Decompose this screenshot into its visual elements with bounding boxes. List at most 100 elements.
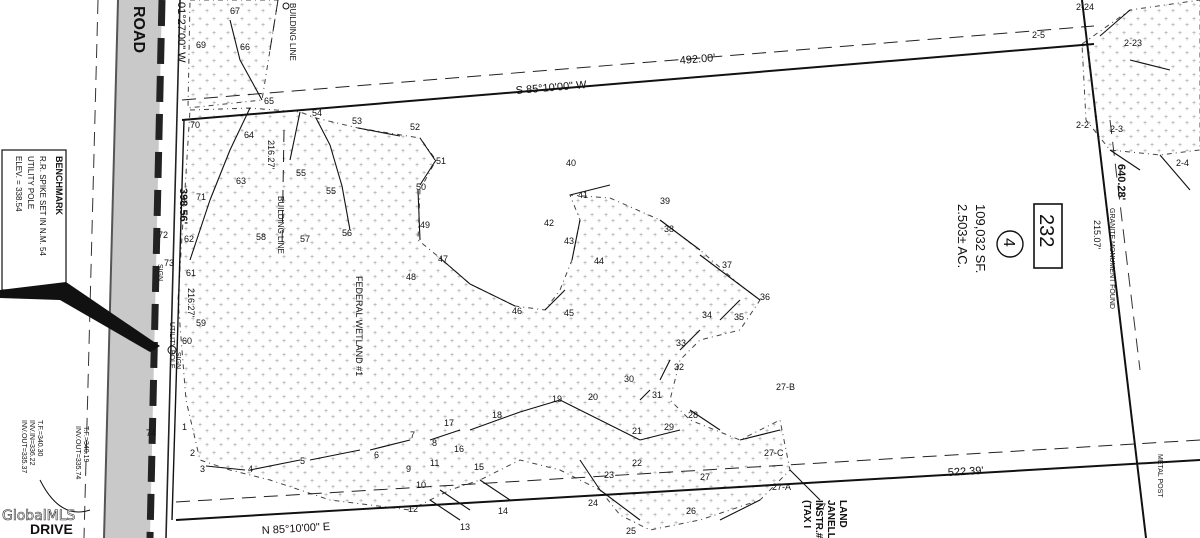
flag-62: 62 — [184, 234, 194, 244]
sign-label: SIGN — [156, 264, 163, 281]
road-bearing: 01°27'00" W — [175, 2, 187, 63]
flag-46: 46 — [512, 306, 522, 316]
benchmark-leader-arrow — [0, 282, 160, 352]
flag-2: 2 — [190, 448, 195, 458]
flag-74: 74 — [146, 428, 156, 438]
flag-17: 17 — [444, 418, 454, 428]
sign-label-2: SIGN — [174, 352, 181, 369]
flag-5: 5 — [300, 456, 305, 466]
flag-3: 3 — [200, 464, 205, 474]
flag-20: 20 — [588, 392, 598, 402]
road-name: ROAD — [130, 6, 147, 53]
bearings-distances: 492.00' S 85°10'00" W N 85°10'00" E 522.… — [177, 52, 1127, 537]
culvert-note-2: INV.IN=336.22 — [28, 420, 35, 466]
flag-35: 35 — [734, 312, 744, 322]
flag-10: 10 — [416, 480, 426, 490]
flag-71: 71 — [196, 192, 206, 202]
flag-22: 22 — [632, 458, 642, 468]
flag-15: 15 — [474, 462, 484, 472]
building-line-top-label: BUILDING LINE — [288, 3, 297, 61]
lot-area-sf: 109,032 SF. — [973, 204, 988, 273]
flag-47: 47 — [438, 254, 448, 264]
flag-12: 12 — [408, 504, 418, 514]
flag-13: 13 — [460, 522, 470, 532]
flag-42: 42 — [544, 218, 554, 228]
land-label: LAND — [837, 500, 848, 528]
east-line-distance: 640.28' — [1115, 164, 1127, 201]
lot-number-circle — [996, 230, 1024, 258]
granite-monument-label: GRANITE MONUMENT FOUND — [1108, 208, 1115, 309]
flag-14: 14 — [498, 506, 508, 516]
flag-2-5: 2-5 — [1032, 30, 1045, 40]
wetland-label: FEDERAL WETLAND #1 — [354, 276, 364, 376]
flag-48: 48 — [406, 272, 416, 282]
parcel-boundary — [171, 0, 1200, 538]
watermark-text: GlobalMLS — [2, 508, 76, 524]
line-labels: BUILDING LINE BUILDING LINE FEDERAL WETL… — [156, 2, 1163, 498]
flag-60: 60 — [182, 336, 192, 346]
flag-1: 1 — [182, 422, 187, 432]
benchmark-line-3: ELEV. = 338.54 — [14, 156, 23, 212]
tax-id: 232 — [1035, 214, 1057, 247]
flag-21: 21 — [632, 426, 642, 436]
flag-73: 73 — [164, 258, 174, 268]
benchmark-note: BENCHMARK R.R. SPIKE SET IN N.M. 54 UTIL… — [0, 149, 160, 352]
north-line-bearing: S 85°10'00" W — [515, 79, 587, 97]
flag-64: 64 — [244, 130, 254, 140]
tax-id-box — [1033, 203, 1063, 269]
flag-52: 52 — [410, 122, 420, 132]
flag-57: 57 — [300, 234, 310, 244]
flag-2-4: 2-4 — [1176, 158, 1189, 168]
flag-26: 26 — [686, 506, 696, 516]
flag-2-3: 2-3 — [1110, 124, 1123, 134]
flag-51: 51 — [436, 156, 446, 166]
flag-44: 44 — [594, 256, 604, 266]
flag-63: 63 — [236, 176, 246, 186]
flag-66: 66 — [240, 42, 250, 52]
culvert-notes: INV.OUT=335.37 INV.IN=336.22 T.F.=340.30… — [20, 420, 91, 513]
lot-info: 232 4 109,032 SF. 2.503± AC. — [955, 203, 1063, 273]
benchmark-line-2: UTILITY POLE — [26, 156, 35, 209]
flag-40: 40 — [566, 158, 576, 168]
flag-24: 24 — [588, 498, 598, 508]
tax-label: (TAX I — [801, 500, 812, 528]
building-line-side-label: BUILDING LINE — [276, 196, 285, 254]
flag-7: 7 — [410, 430, 415, 440]
flag-27-end: 27 — [816, 502, 826, 512]
flag-4: 4 — [248, 464, 253, 474]
north-line-distance: 492.00' — [679, 52, 716, 67]
flag-53: 53 — [352, 116, 362, 126]
road: ROAD 01°27'00" W DRIVE — [30, 0, 187, 538]
setback-distance-a: 216.27' — [266, 140, 276, 170]
wetland-east — [1081, 0, 1200, 156]
flag-55b: 55 — [296, 168, 306, 178]
janell-label: JANELL — [825, 500, 836, 538]
adjoining-land: LAND JANELL INSTR.# (TAX I — [801, 500, 848, 538]
flag-2-23: 2-23 — [1124, 38, 1142, 48]
benchmark-title: BENCHMARK — [54, 156, 64, 215]
flag-50: 50 — [416, 182, 426, 192]
flag-59: 59 — [196, 318, 206, 328]
flag-45: 45 — [564, 308, 574, 318]
flag-49: 49 — [420, 220, 430, 230]
flag-55: 55 — [326, 186, 336, 196]
flag-30: 30 — [624, 374, 634, 384]
flag-27: 27 — [700, 472, 710, 482]
flag-56: 56 — [342, 228, 352, 238]
wetland-areas — [177, 0, 1200, 531]
flag-27-a: 27-A — [772, 482, 791, 492]
flag-28: 28 — [688, 410, 698, 420]
flag-31: 31 — [652, 390, 662, 400]
flag-25: 25 — [626, 526, 636, 536]
south-line-bearing: N 85°10'00" E — [261, 521, 330, 537]
wetland-north-strip — [187, 0, 279, 109]
flag-23: 23 — [604, 470, 614, 480]
watermark: GlobalMLS — [2, 508, 76, 525]
flag-65: 65 — [264, 96, 274, 106]
culvert-note-1: INV.OUT=335.37 — [20, 420, 27, 473]
flag-32: 32 — [674, 362, 684, 372]
flag-6: 6 — [374, 450, 379, 460]
flag-43: 43 — [564, 236, 574, 246]
flag-37: 37 — [722, 260, 732, 270]
